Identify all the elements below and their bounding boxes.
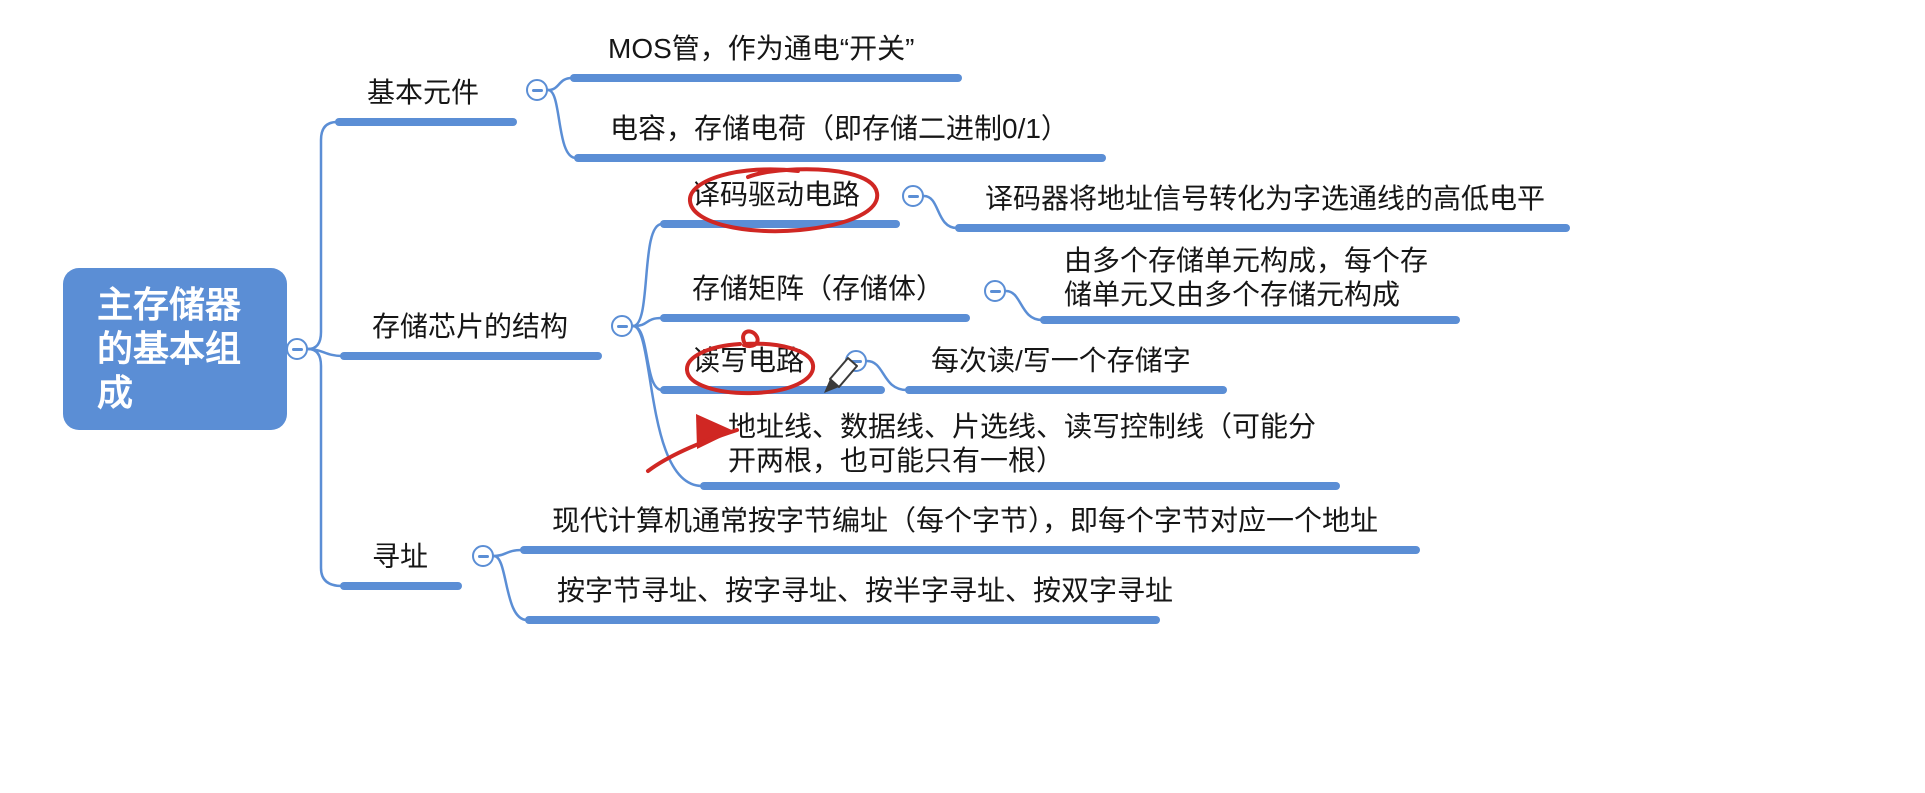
node-underline [660,314,970,322]
node-label: 按字节寻址、按字寻址、按半字寻址、按双字寻址 [557,575,1174,606]
collapse-button-matrix[interactable] [984,280,1006,302]
node-underline [1040,316,1460,324]
node-byte-addressing[interactable]: 现代计算机通常按字节编址（每个字节），即每个字节对应一个地址 [520,504,1420,554]
node-label: 基本元件 [367,77,480,108]
root-node[interactable]: 主存储器 的基本组 成 [63,268,287,430]
node-underline [525,616,1160,624]
node-underline [574,154,1106,162]
node-label: 存储芯片的结构 [372,311,569,342]
node-underline [660,386,885,394]
node-label: 每次读/写一个存储字 [931,345,1191,376]
collapse-button-addressing[interactable] [472,545,494,567]
node-underline [955,224,1570,232]
node-label: 由多个存储单元构成，每个存 储单元又由多个存储元构成 [1064,245,1429,310]
collapse-button-chip[interactable] [611,315,633,337]
node-label: 电容，存储电荷（即存储二进制0/1） [610,113,1069,144]
node-capacitor[interactable]: 电容，存储电荷（即存储二进制0/1） [574,112,1106,162]
node-underline [335,118,517,126]
connector-root-chip [306,347,344,358]
minus-icon [616,324,628,328]
collapse-button-readwrite[interactable] [845,350,867,372]
node-underline [660,220,900,228]
minus-icon [907,194,919,198]
node-underline [700,482,1340,490]
node-decoder-detail[interactable]: 译码器将地址信号转化为字选通线的高低电平 [955,182,1570,232]
node-label: 译码器将地址信号转化为字选通线的高低电平 [985,183,1546,214]
connector-chip-readwrite [631,324,664,392]
node-label: 存储矩阵（存储体） [692,273,945,304]
connector-basic-capacitor [546,88,578,160]
minus-icon [291,347,303,351]
connector-matrix-detail [1004,289,1044,322]
minus-icon [531,88,543,92]
node-label: MOS管，作为通电“开关” [608,33,915,64]
node-storage-matrix[interactable]: 存储矩阵（存储体） [660,272,970,322]
node-underline [520,546,1420,554]
node-label: 译码驱动电路 [692,179,861,210]
node-decoder-circuit[interactable]: 译码驱动电路 [660,178,900,228]
connector-decoder-detail [922,194,959,230]
node-basic-components[interactable]: 基本元件 [335,76,517,126]
collapse-button-decoder[interactable] [902,185,924,207]
node-addressing[interactable]: 寻址 [340,540,462,590]
root-label: 主存储器 的基本组 成 [97,284,242,413]
connector-addressing-modes [492,554,529,622]
node-underline [340,582,462,590]
connector-chip-matrix [631,316,664,328]
node-mos-switch[interactable]: MOS管，作为通电“开关” [570,32,962,82]
node-chip-structure[interactable]: 存储芯片的结构 [340,310,602,360]
node-bus-lines[interactable]: 地址线、数据线、片选线、读写控制线（可能分 开两根，也可能只有一根） [700,410,1340,490]
connector-addressing-byte [492,548,524,558]
node-matrix-detail[interactable]: 由多个存储单元构成，每个存 储单元又由多个存储元构成 [1040,244,1460,324]
node-underline [905,386,1227,394]
node-label: 地址线、数据线、片选线、读写控制线（可能分 开两根，也可能只有一根） [728,411,1317,476]
connector-root-basic [306,120,339,351]
node-underline [340,352,602,360]
node-readwrite-detail[interactable]: 每次读/写一个存储字 [905,344,1227,394]
minus-icon [850,359,862,363]
node-underline [570,74,962,82]
collapse-button-basic[interactable] [526,79,548,101]
node-label: 寻址 [372,541,429,572]
collapse-button-root[interactable] [286,338,308,360]
node-addressing-modes[interactable]: 按字节寻址、按字寻址、按半字寻址、按双字寻址 [525,574,1174,624]
node-label: 现代计算机通常按字节编址（每个字节），即每个字节对应一个地址 [552,505,1379,536]
minus-icon [477,554,489,558]
connector-chip-decoder [631,222,664,328]
minus-icon [989,289,1001,293]
connector-root-addressing [306,347,344,588]
connector-basic-mos [546,76,574,92]
